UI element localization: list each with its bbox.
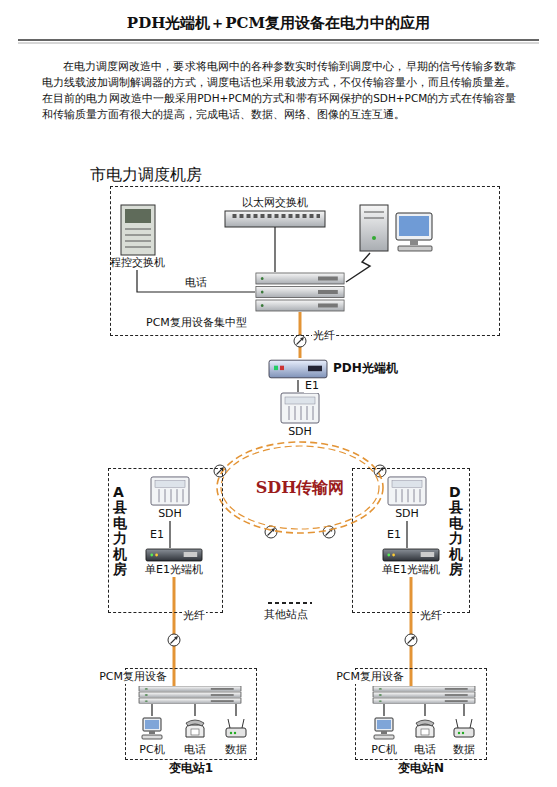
- link-label: 光纤: [312, 329, 336, 343]
- link-label: 光纤: [182, 609, 206, 623]
- wire: [297, 380, 298, 392]
- wire: [406, 521, 407, 548]
- wire: [194, 704, 195, 716]
- pcm-mux: PCM复用设备: [138, 686, 242, 704]
- wire: [169, 521, 170, 548]
- wire: [383, 704, 384, 716]
- wire: [151, 704, 152, 716]
- title-rule: [18, 40, 539, 43]
- wire: [137, 270, 255, 292]
- sdh-icon: [281, 393, 319, 423]
- link-label: E1: [386, 528, 402, 542]
- sdh-node: SDH: [148, 476, 192, 521]
- group-heading: 市电力调度机房: [89, 165, 203, 185]
- data-terminal: 数据: [220, 716, 252, 757]
- page-title: PDH光端机＋PCM复用设备在电力中的应用: [0, 13, 557, 33]
- pc-icon: [142, 718, 162, 739]
- modem-icon: [454, 719, 474, 737]
- e1-icon: [146, 549, 202, 561]
- device-label: PCM复用设备: [335, 670, 405, 684]
- device-label: 数据: [453, 743, 475, 757]
- e1-terminal: 单E1光端机: [380, 548, 442, 577]
- note-label: 其他站点: [264, 608, 308, 622]
- phone: 电话: [177, 716, 213, 757]
- pcm-rack-icon: [256, 273, 344, 311]
- county-room: A县电力机房 SDH 单E1光端机: [108, 468, 223, 613]
- server-icon: [346, 205, 432, 282]
- pc: PC机: [134, 716, 170, 757]
- link-label: 电话: [184, 276, 208, 290]
- pcm-mux: PCM复用设备集中型: [255, 272, 345, 312]
- group-heading: A县电力机房: [113, 485, 127, 577]
- e1-terminal: 单E1光端机: [143, 548, 205, 577]
- modem-icon: [226, 719, 246, 737]
- device-label: SDH: [288, 425, 312, 439]
- ring-label: SDH传输网: [256, 481, 345, 495]
- county-room: D县电力机房 SDH 单E1光端机: [352, 468, 470, 613]
- fiber-link: [410, 577, 413, 686]
- fiber-connector-icons: [168, 335, 417, 646]
- wire: [463, 704, 464, 716]
- device-label: PC机: [139, 743, 164, 757]
- device-label: 单E1光端机: [145, 563, 203, 577]
- device-label: 单E1光端机: [382, 563, 440, 577]
- phone-icon: [186, 720, 204, 737]
- substation: 变电站NPCM复用设备PC机电话数据: [355, 668, 487, 760]
- fiber-link: [173, 577, 176, 686]
- link-label: E1: [149, 528, 165, 542]
- device-label: SDH: [395, 507, 419, 521]
- device-label: PCM复用设备集中型: [145, 316, 248, 330]
- device-label: 电话: [414, 743, 436, 757]
- group-heading: D县电力机房: [449, 485, 463, 577]
- device-label: PC机: [371, 743, 396, 757]
- data-terminal: 数据: [448, 716, 480, 757]
- pc: PC机: [366, 716, 402, 757]
- phone: 电话: [407, 716, 443, 757]
- device-label: SDH: [158, 507, 182, 521]
- pbx-icon: [121, 205, 155, 255]
- sdh-node: SDH: [385, 476, 429, 521]
- wire: [274, 227, 275, 272]
- pc-icon: [374, 718, 394, 739]
- substation: 变电站1PCM复用设备PC机电话数据: [125, 668, 257, 760]
- sdh-icon: [388, 477, 426, 505]
- pdh-icon: [269, 360, 327, 378]
- device-label: PDH光端机: [332, 361, 399, 375]
- device-label: 数据: [225, 743, 247, 757]
- sdh-icon: [151, 477, 189, 505]
- room-group: 市电力调度机房以太网交换机程控交换机PCM复用设备集中型: [110, 186, 500, 336]
- ethernet-switch-icon: [225, 211, 325, 227]
- pcm-icon: [373, 686, 475, 703]
- device-label: 以太网交换机: [242, 196, 308, 210]
- group-heading: 变电站N: [397, 761, 445, 775]
- link-label: 光纤: [419, 609, 443, 623]
- sdh-node: SDH: [272, 392, 328, 439]
- ethernet-switch: 以太网交换机: [222, 196, 328, 227]
- body-paragraph: 在电力调度网改造中，要求将电网中的各种参数实时传输到调度中心，早期的信号传输多数…: [42, 58, 516, 122]
- pbx: 程控交换机: [108, 205, 167, 270]
- phone-icon: [416, 720, 434, 737]
- wire: [424, 704, 425, 716]
- device-label: PCM复用设备: [98, 670, 168, 684]
- group-heading: 变电站1: [168, 761, 214, 775]
- wire: [235, 704, 236, 716]
- link-label: E1: [304, 379, 320, 393]
- other-sites-mark: [268, 602, 312, 604]
- pcm-mux: PCM复用设备: [372, 686, 476, 704]
- device-label: 程控交换机: [110, 256, 165, 270]
- device-label: 电话: [184, 743, 206, 757]
- sdh-ring: SDH传输网: [215, 440, 385, 535]
- e1-icon: [383, 549, 439, 561]
- pdh-terminal: PDH光端机: [268, 358, 328, 380]
- pcm-icon: [139, 686, 241, 703]
